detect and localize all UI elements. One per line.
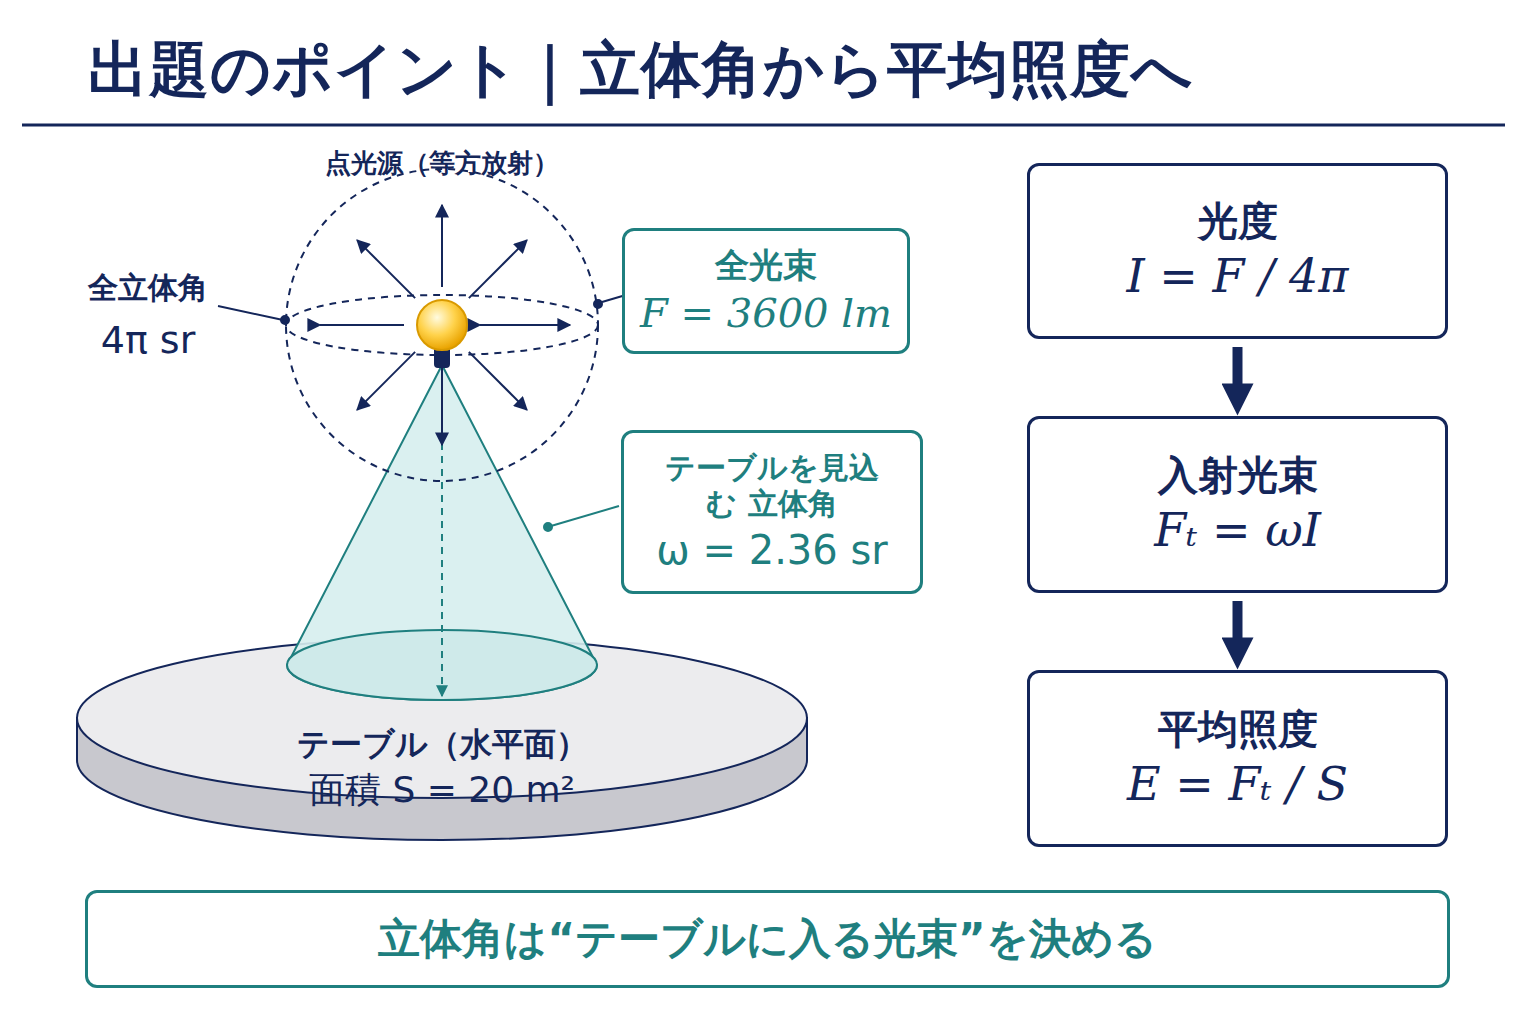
node-heading: 光度 [1198,197,1278,245]
step-box: 光度I = F / 4π [1027,163,1448,339]
node-heading: テーブル（水平面） [297,725,588,763]
summary-box: 立体角は“テーブルに入る光束”を決める [85,890,1450,988]
source-label: 点光源（等方放射） [325,146,559,181]
table-label: テーブル（水平面） 面積 S = 20 m² [232,711,652,825]
node-heading: 入射光束 [1158,451,1318,499]
node-heading: テーブルを見込む 立体角 [657,450,887,522]
node-heading: 全光束 [715,245,817,286]
sphere-label: 全立体角 [88,268,208,309]
node-formula: 面積 S = 20 m² [309,768,575,811]
step-box: 平均照度E = Fₜ / S [1027,670,1448,847]
point-source [417,300,467,368]
full-sphere [286,169,598,481]
node-formula: F = 3600 lm [640,289,892,337]
title-rule [22,124,1505,127]
node-formula: Fₜ = ωI [1154,503,1321,558]
emission-arrows [320,205,570,445]
node-formula: ω = 2.36 sr [656,526,888,574]
diagram-title: 出題のポイント｜立体角から平均照度へ [88,30,1193,111]
node-heading: 平均照度 [1158,705,1318,753]
flow-arrow [1233,347,1243,390]
leader-lines [218,292,636,531]
step-box: 入射光束Fₜ = ωI [1027,416,1448,593]
node-formula: I = F / 4π [1126,249,1348,304]
sphere-value: 4π sr [101,318,196,362]
flux-callout: 全光束F = 3600 lm [622,228,910,354]
node-formula: E = Fₜ / S [1127,757,1348,812]
node-heading: 立体角は“テーブルに入る光束”を決める [378,914,1156,964]
solid-angle-callout: テーブルを見込む 立体角ω = 2.36 sr [621,430,923,594]
flow-arrow [1233,601,1243,644]
